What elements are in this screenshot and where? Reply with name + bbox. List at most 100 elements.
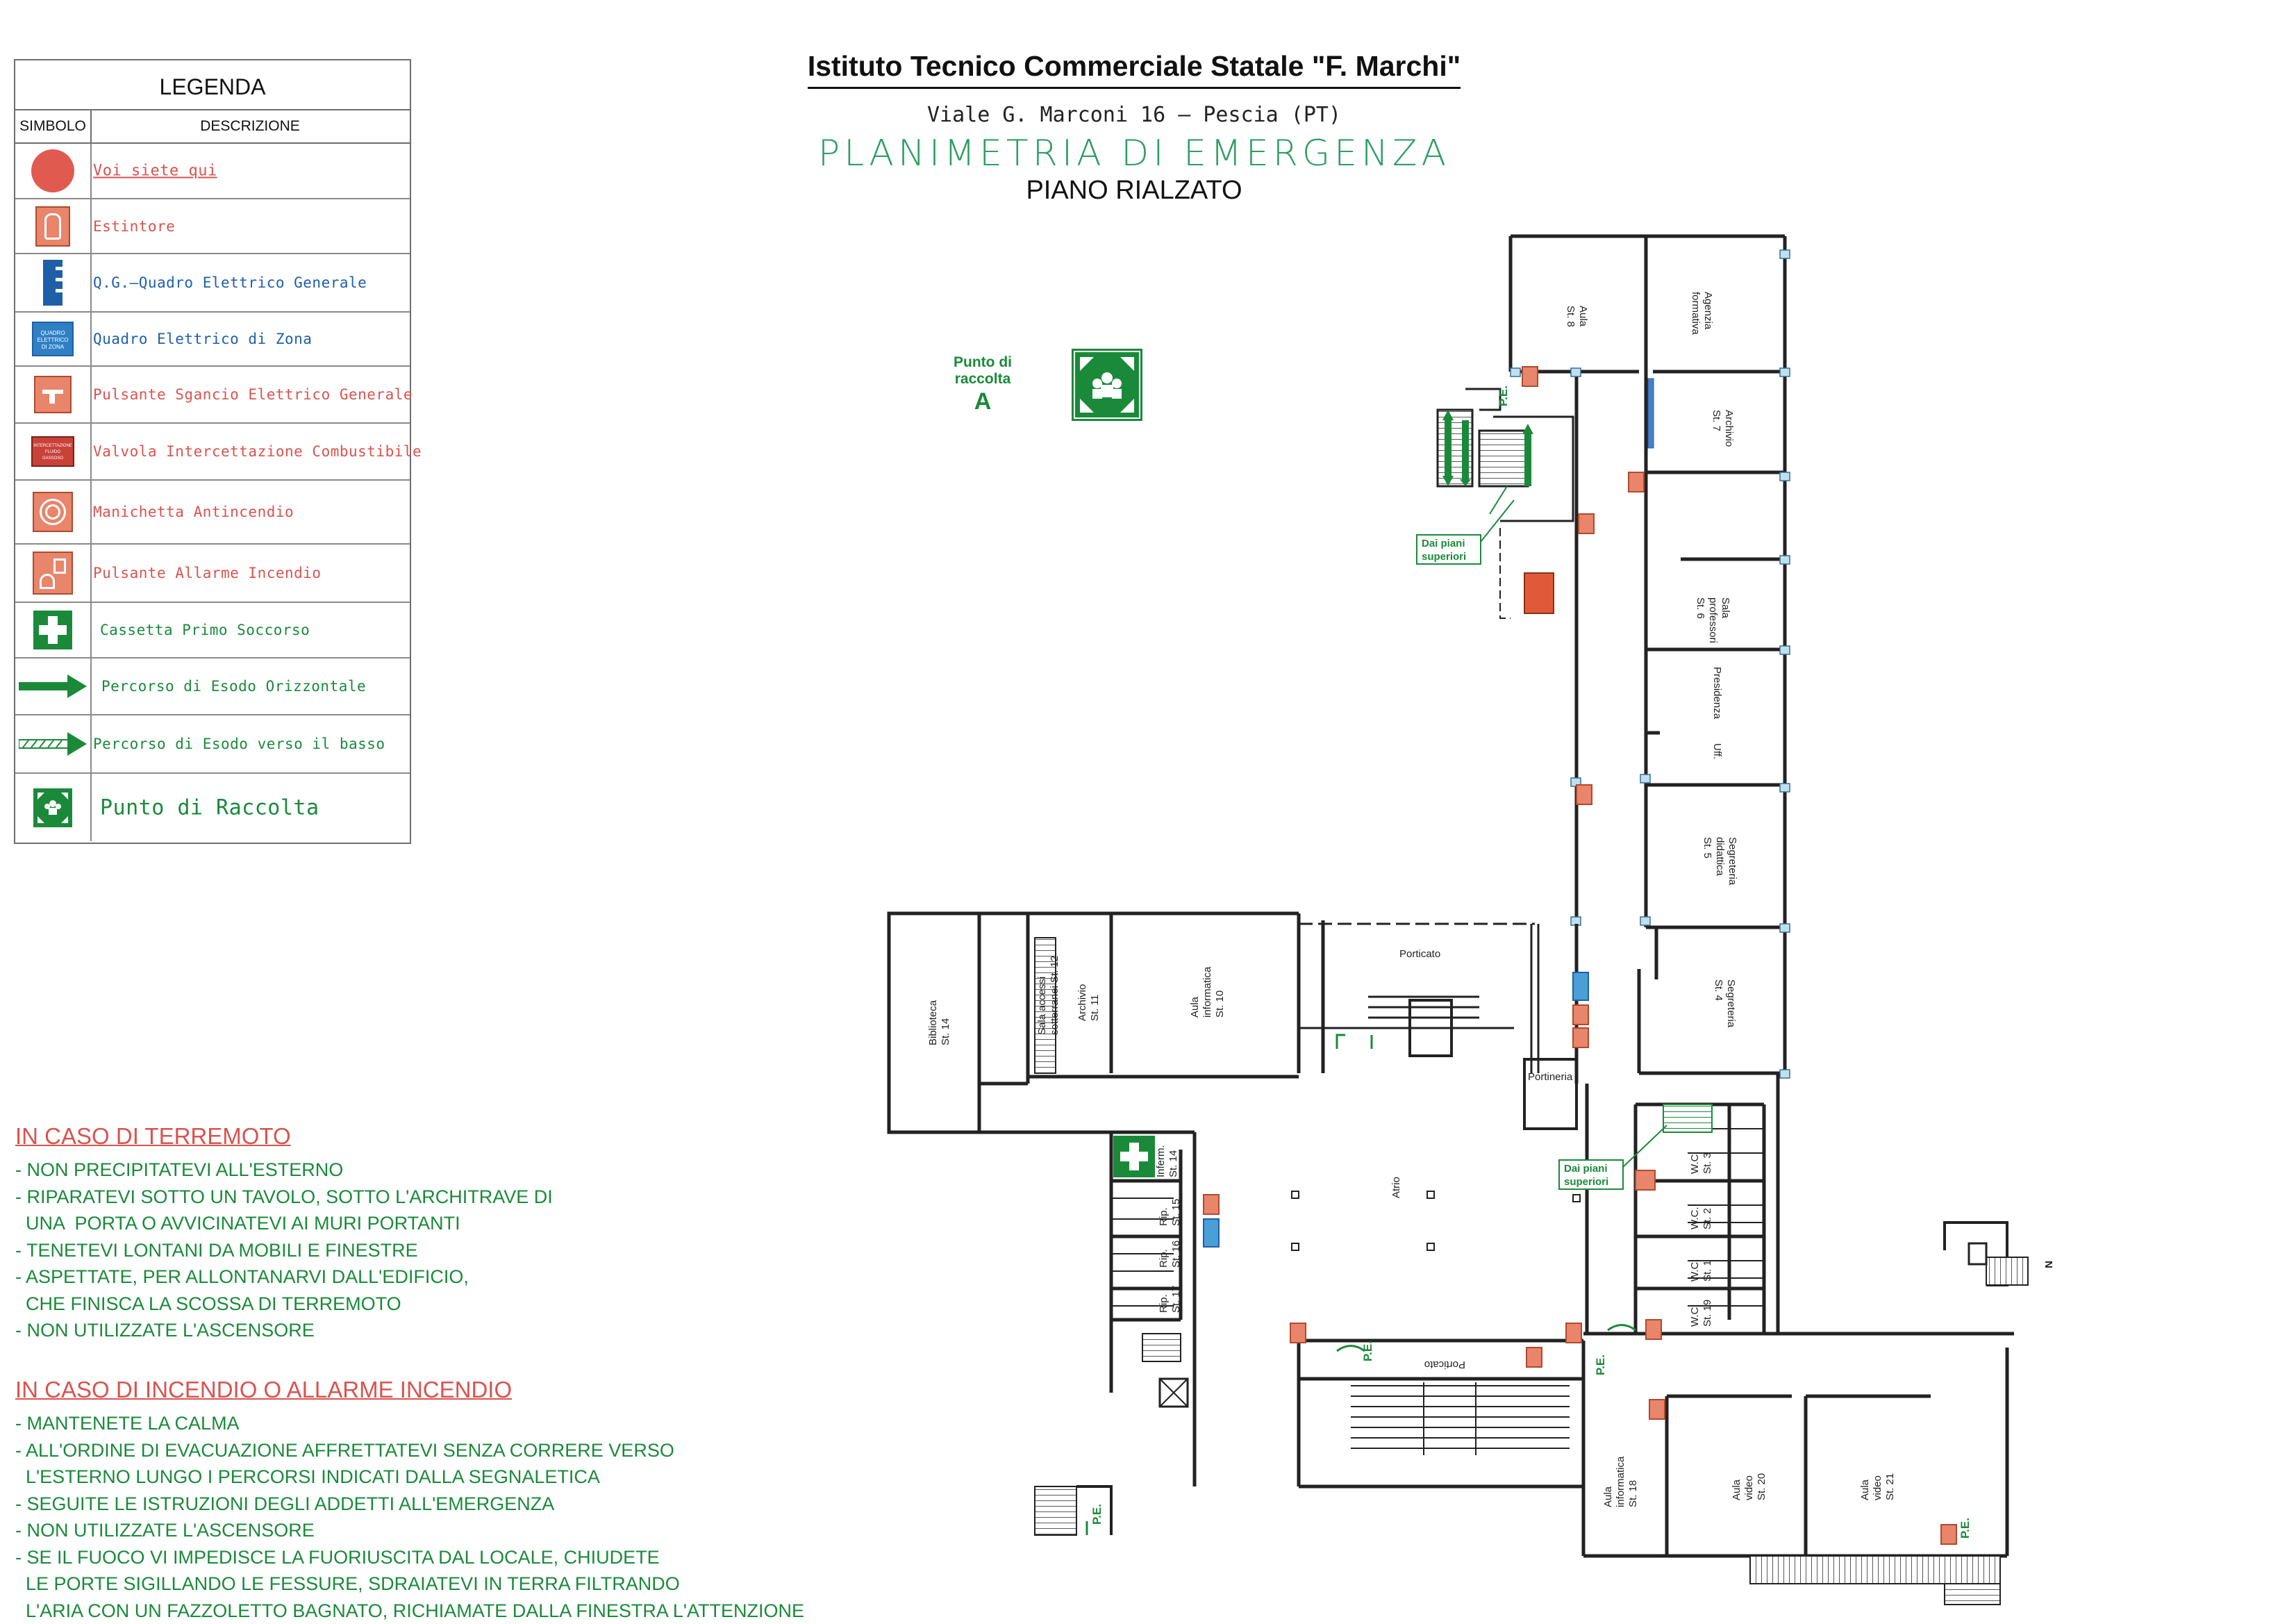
room-segreteria-didattica: SegreteriadidatticaSt. 5 xyxy=(1702,837,1738,886)
list-item: - NON UTILIZZATE L'ASCENSORE xyxy=(15,1320,315,1341)
room-aula-informatica-18: AulainformaticaSt. 18 xyxy=(1602,1456,1639,1507)
svg-text:superiori: superiori xyxy=(1422,551,1466,563)
assembly-point-label: Punto di raccolta A xyxy=(945,354,1021,415)
extinguisher-icon xyxy=(1522,366,1538,387)
south-stairs-2 xyxy=(1944,1583,2001,1605)
room-labels: AulaSt. 8 Agenziaformativa ArchivioSt. 7… xyxy=(927,292,2054,1507)
room-rip-15: Rip.St. 15 xyxy=(1158,1199,1182,1226)
room-porticato: Porticato xyxy=(1399,948,1440,960)
room-segreteria-4: SegreteriaSt. 4 xyxy=(1713,979,1737,1028)
earthquake-list: - NON PRECIPITATEVI ALL'ESTERNO - RIPARA… xyxy=(15,1157,553,1344)
legend-label-main-panel: Q.G.—Quadro Elettrico Generale xyxy=(93,274,367,291)
list-item: UNA PORTA O AVVICINATEVI AI MURI PORTANT… xyxy=(15,1213,460,1234)
header: Istituto Tecnico Commerciale Statale "F.… xyxy=(735,50,1533,210)
room-porticato-south: Porticato xyxy=(1424,1359,1465,1370)
fire-alarm-button-icon xyxy=(1940,1524,1957,1545)
list-item: - NON PRECIPITATEVI ALL'ESTERNO xyxy=(15,1159,344,1180)
room-rip-16: Rip.St. 16 xyxy=(1158,1241,1182,1268)
legend-row-main-panel: Q.G.—Quadro Elettrico Generale xyxy=(15,254,410,313)
pe-labels: P.E. P.E. P.E. P.E. P.E. xyxy=(1090,386,1972,1539)
extinguisher-icon xyxy=(1290,1323,1306,1343)
legend-label-extinguisher: Estintore xyxy=(93,217,176,235)
west-wing xyxy=(887,911,1325,1134)
list-item: CHE FINISCA LA SCOSSA DI TERREMOTO xyxy=(15,1293,401,1314)
pe-label-south-west: P.E. xyxy=(1361,1341,1374,1361)
list-item: - ALL'ORDINE DI EVACUAZIONE AFFRETTATEVI… xyxy=(15,1439,674,1461)
from-upper-floors-central: Dai piani superiori xyxy=(1558,1125,1667,1190)
north-wing-windows xyxy=(1510,249,1790,1079)
legend-label-first-aid: Cassetta Primo Soccorso xyxy=(100,622,310,638)
svg-text:superiori: superiori xyxy=(1564,1176,1608,1188)
assembly-point-icon xyxy=(1072,349,1142,421)
room-agenzia-formativa: Agenziaformativa xyxy=(1690,292,1714,335)
first-aid-icon xyxy=(1113,1136,1155,1177)
plan-title: PLANIMETRIA DI EMERGENZA xyxy=(817,133,1451,174)
room-archivio-7: ArchivioSt. 7 xyxy=(1711,410,1735,447)
central-stairs xyxy=(1663,1104,1713,1133)
school-address: Viale G. Marconi 16 — Pescia (PT) xyxy=(926,103,1342,127)
wc-stalls xyxy=(1688,1128,1764,1307)
room-sala-professori: SalaprofessoriSt. 6 xyxy=(1695,597,1731,643)
room-sala-accessi: Sala accessisotterranei St. 12 xyxy=(1036,956,1060,1035)
atrio-block xyxy=(1109,1130,1197,1393)
legend-row-fire-hose: Manichetta Antincendio xyxy=(15,481,410,545)
you-are-here-dot xyxy=(31,149,74,192)
extinguisher-icon xyxy=(1565,1323,1582,1343)
room-wc-3: W.C.St. 3 xyxy=(1689,1152,1713,1175)
room-aula-8: AulaSt. 8 xyxy=(1565,306,1589,327)
list-item: L'ARIA CON UN FAZZOLETTO BAGNATO, RICHIA… xyxy=(15,1600,805,1621)
legend-row-assembly-point: Punto di Raccolta xyxy=(15,774,410,841)
extinguisher-icon xyxy=(35,206,70,247)
assembly-point-icon xyxy=(33,788,72,827)
svg-text:Dai piani: Dai piani xyxy=(1422,538,1465,549)
zone-electric-panel-icon xyxy=(1572,972,1589,1001)
extinguisher-icon xyxy=(1649,1399,1665,1420)
fire-heading: IN CASO DI INCENDIO O ALLARME INCENDIO xyxy=(15,1377,513,1402)
list-item: - MANTENETE LA CALMA xyxy=(15,1413,240,1434)
north-stairs xyxy=(1436,388,1574,619)
room-aula-informatica-10: AulainformaticaSt. 10 xyxy=(1189,966,1226,1018)
fire-instructions: IN CASO DI INCENDIO O ALLARME INCENDIO -… xyxy=(15,1377,804,1624)
legend-label-exit-horizontal: Percorso di Esodo Orizzontale xyxy=(101,678,367,695)
room-wc-19: W.C.St. 19 xyxy=(1689,1300,1713,1327)
room-archivio-11: ArchivioSt. 11 xyxy=(1076,984,1101,1021)
legend-row-fire-alarm: Pulsante Allarme Incendio xyxy=(15,545,410,603)
pe-label-north: P.E. xyxy=(1497,386,1510,406)
exit-arrow-icon xyxy=(19,674,87,698)
legend-label-fire-hose: Manichetta Antincendio xyxy=(93,504,294,520)
list-item: - RIPARATEVI SOTTO UN TAVOLO, SOTTO L'AR… xyxy=(15,1186,553,1207)
first-aid-icon xyxy=(33,611,72,649)
porticato-west xyxy=(1299,922,1540,1073)
list-item: - SE IL FUOCO VI IMPEDISCE LA FUORIUSCIT… xyxy=(15,1546,660,1568)
room-presidenza: Presidenza xyxy=(1711,667,1723,720)
east-stair-block xyxy=(1943,1221,2029,1286)
legend-col-symbol: SIMBOLO xyxy=(15,109,92,142)
extinguisher-icon xyxy=(1526,1347,1542,1368)
power-cutoff-button-icon xyxy=(34,376,72,413)
extinguisher-icon xyxy=(1576,784,1592,805)
floor-name: PIANO RIALZATO xyxy=(1026,176,1242,205)
fire-alarm-button-icon xyxy=(1572,1027,1589,1048)
legend-row-you-are-here: Voi siete qui xyxy=(15,144,410,199)
extinguisher-icon xyxy=(1572,1004,1589,1025)
legend-label-zone-panel: Quadro Elettrico di Zona xyxy=(93,331,313,347)
room-portineria: Portineria xyxy=(1528,1071,1573,1083)
fuel-valve-icon: INTERCETTAZIONE FLUIDO GASSOSO xyxy=(31,436,74,467)
legend-title: LEGENDA xyxy=(15,60,410,110)
room-rip-17: Rip.St. 17 xyxy=(1158,1286,1182,1313)
legend-header: SIMBOLO DESCRIZIONE xyxy=(15,109,410,144)
list-item: - TENETEVI LONTANI DA MOBILI E FINESTRE xyxy=(15,1239,418,1261)
legend-label-fuel-valve: Valvola Intercettazione Combustibile xyxy=(93,443,422,460)
fire-hose-icon xyxy=(1635,1170,1656,1191)
earthquake-instructions: IN CASO DI TERREMOTO - NON PRECIPITATEVI… xyxy=(15,1123,553,1344)
main-electric-panel-icon xyxy=(43,260,64,306)
list-item: - SEGUITE LE ISTRUZIONI DEGLI ADDETTI AL… xyxy=(15,1493,555,1514)
power-cutoff-button-icon xyxy=(1524,572,1554,614)
from-upper-floors-north: Dai piani superiori xyxy=(1416,499,1515,565)
legend-row-zone-panel: QUADRO ELETTRICO DI ZONA Quadro Elettric… xyxy=(15,313,410,367)
earthquake-heading: IN CASO DI TERREMOTO xyxy=(15,1123,291,1149)
legend-panel: LEGENDA SIMBOLO DESCRIZIONE Voi siete qu… xyxy=(14,59,422,844)
extinguisher-icon xyxy=(1203,1194,1220,1215)
west-wing-stairs xyxy=(1034,937,1056,1074)
legend-row-exit-down: Percorso di Esodo verso il basso xyxy=(15,715,410,774)
